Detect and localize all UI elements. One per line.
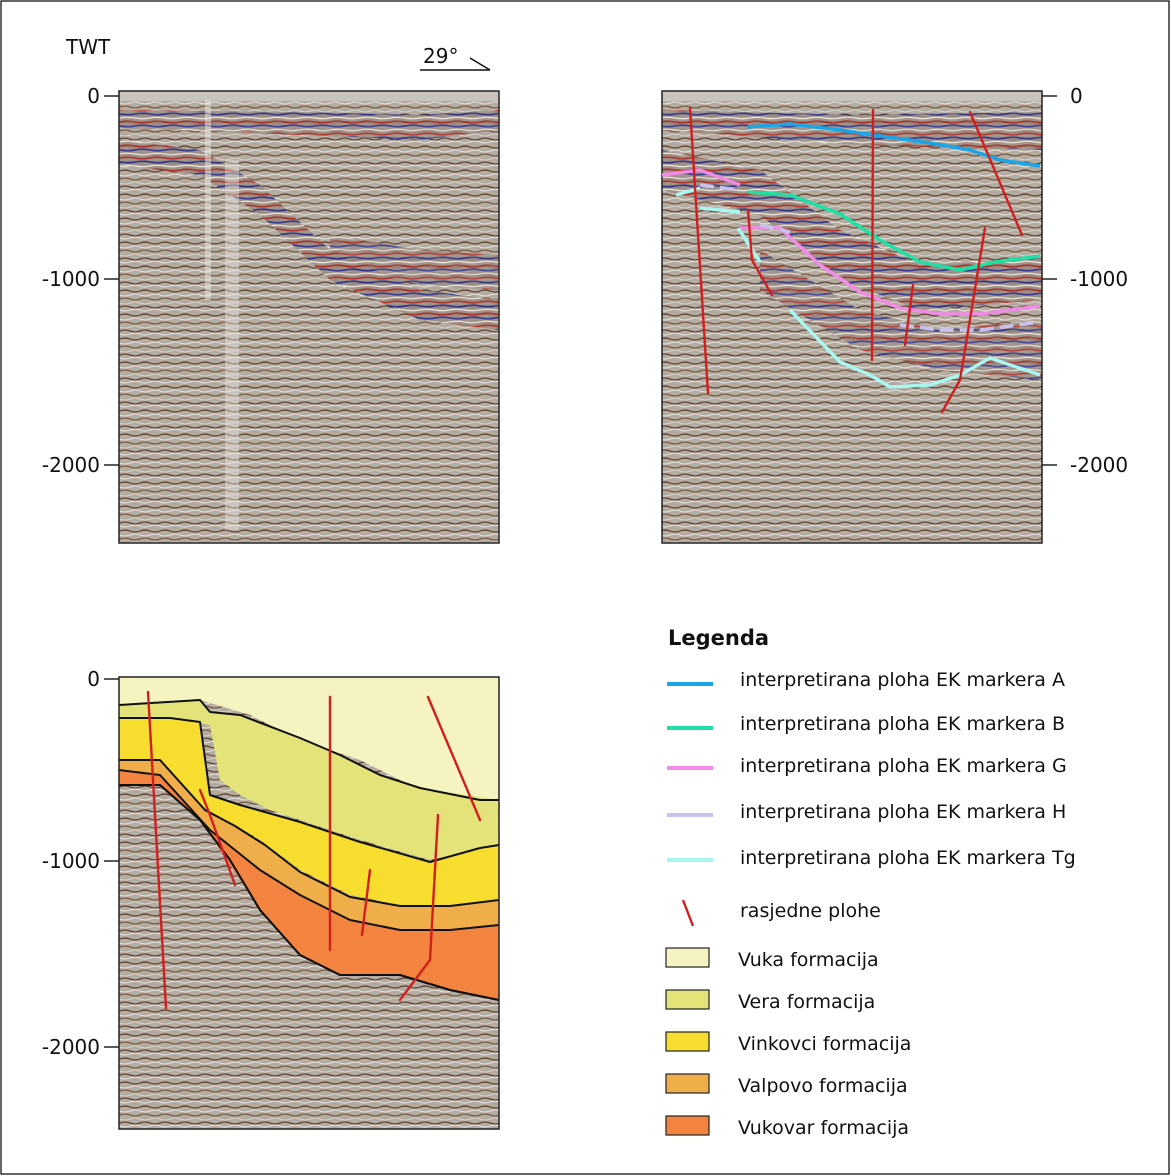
legend-item-vera: Vera formacija	[665, 989, 875, 1013]
marker-b-line	[747, 190, 1041, 272]
legend-title: Legenda	[668, 626, 769, 650]
legend-item-marker-b: interpretirana ploha EK markera B	[667, 713, 1065, 735]
tick-label: -1000	[1070, 267, 1128, 291]
legend-label: interpretirana ploha EK markera B	[740, 713, 1065, 735]
tick-label: -2000	[1070, 453, 1128, 477]
legend-item-marker-tg: interpretirana ploha EK markera Tg	[667, 847, 1076, 869]
legend-item-vuka: Vuka formacija	[665, 947, 879, 971]
tick-label: -1000	[42, 267, 100, 291]
legend-item-marker-h: interpretirana ploha EK markera H	[667, 801, 1066, 823]
legend: Legenda interpretirana ploha EK markera …	[665, 626, 1076, 1139]
vera-formation	[119, 700, 499, 860]
vuka-formation	[119, 677, 499, 800]
vinkovci-formation	[119, 718, 499, 905]
faults-top-right	[688, 106, 1024, 414]
marker-h-line	[699, 183, 1041, 332]
legend-label: Vinkovci formacija	[738, 1033, 911, 1055]
vukovar-formation	[119, 770, 499, 1000]
legend-label: Valpovo formacija	[738, 1075, 908, 1097]
legend-label: interpretirana ploha EK markera G	[740, 755, 1067, 777]
tick-label: 0	[1070, 84, 1083, 108]
legend-label: rasjedne plohe	[740, 900, 881, 922]
tick-label: 0	[87, 667, 100, 691]
legend-item-faults: rasjedne plohe	[681, 899, 881, 927]
dip-label: 29°	[423, 44, 458, 68]
marker-tg-line	[675, 186, 1041, 389]
legend-item-marker-a: interpretirana ploha EK markera A	[667, 669, 1065, 691]
marker-g-line	[661, 168, 1041, 316]
y-axis-top-right: 0 -1000 -2000	[1042, 84, 1128, 477]
seismic-panel-raw	[118, 90, 500, 544]
tick-label: -2000	[42, 453, 100, 477]
y-axis-bottom-left: 0 -1000 -2000	[42, 667, 119, 1059]
faults-bottom-left	[146, 690, 482, 1010]
legend-label: interpretirana ploha EK markera Tg	[740, 847, 1076, 869]
axis-title: TWT	[65, 35, 111, 59]
legend-item-vukovar: Vukovar formacija	[665, 1115, 909, 1139]
legend-item-vinkovci: Vinkovci formacija	[665, 1031, 911, 1055]
legend-item-marker-g: interpretirana ploha EK markera G	[667, 755, 1067, 777]
legend-label: Vukovar formacija	[738, 1117, 909, 1139]
legend-label: Vuka formacija	[738, 949, 879, 971]
legend-label: Vera formacija	[738, 991, 875, 1013]
valpovo-formation	[119, 760, 499, 930]
legend-item-valpovo: Valpovo formacija	[665, 1073, 908, 1097]
formation-boundaries	[119, 699, 499, 1001]
geological-interpretation-panel	[118, 676, 500, 1130]
tick-label: -1000	[42, 849, 100, 873]
dip-indicator: 29°	[420, 44, 491, 71]
seismic-panel-interpreted	[661, 90, 1043, 544]
legend-label: interpretirana ploha EK markera A	[740, 669, 1065, 691]
legend-label: interpretirana ploha EK markera H	[740, 801, 1066, 823]
tick-label: 0	[87, 84, 100, 108]
tick-label: -2000	[42, 1035, 100, 1059]
y-axis-top-left: TWT 0 -1000 -2000	[42, 35, 119, 477]
marker-a-line	[747, 122, 1041, 168]
